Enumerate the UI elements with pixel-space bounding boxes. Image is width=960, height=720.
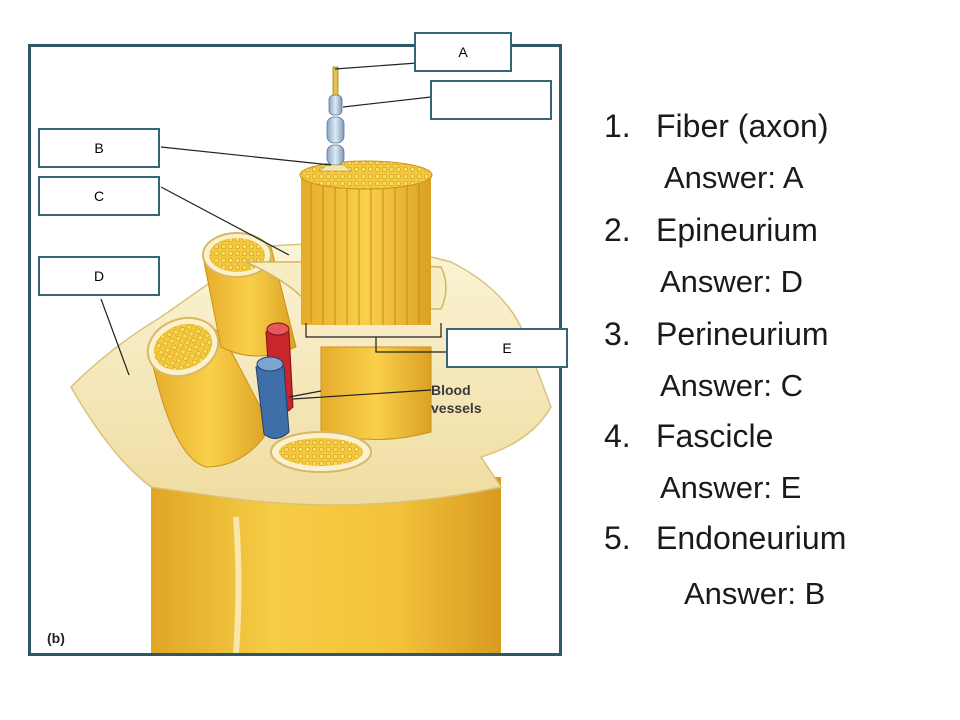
fascicle-front-left — [146, 316, 272, 468]
quiz-item-1-label: Fiber (axon) — [656, 108, 829, 144]
label-box-a[interactable]: A — [414, 32, 512, 72]
nerve-anatomy-illustration: Blood vessels (b) — [47, 62, 552, 653]
label-box-blank[interactable] — [430, 80, 552, 120]
quiz-item-4-answer: Answer: E — [660, 470, 802, 505]
quiz-item-4-term: 4. Fascicle — [604, 418, 773, 455]
quiz-item-5-term: 5. Endoneurium — [604, 520, 846, 557]
quiz-item-5-label: Endoneurium — [656, 520, 847, 556]
blood-vessels — [255, 322, 294, 439]
quiz-item-1-number: 1. — [604, 108, 631, 144]
leader-lines — [100, 62, 432, 400]
quiz-item-2-number: 2. — [604, 212, 631, 248]
quiz-item-2-answer: Answer: D — [660, 264, 803, 299]
quiz-item-2-label: Epineurium — [656, 212, 818, 248]
quiz-item-3-label: Perineurium — [656, 316, 829, 352]
quiz-item-2-term: 2. Epineurium — [604, 212, 818, 249]
quiz-item-4-number: 4. — [604, 418, 631, 454]
quiz-item-3-term: 3. Perineurium — [604, 316, 829, 353]
label-box-d[interactable]: D — [38, 256, 160, 296]
quiz-item-5-number: 5. — [604, 520, 631, 556]
label-box-e[interactable]: E — [446, 328, 568, 368]
quiz-item-4-label: Fascicle — [656, 418, 774, 454]
quiz-item-1-answer: Answer: A — [664, 160, 804, 195]
quiz-item-3-answer: Answer: C — [660, 368, 803, 403]
axon-fiber — [317, 66, 353, 172]
blood-vessels-label-line1: Blood — [431, 382, 471, 398]
fascicle-bracket — [305, 323, 449, 353]
quiz-item-3-number: 3. — [604, 316, 631, 352]
fascicle-bottom — [270, 431, 372, 473]
panel-label: (b) — [47, 630, 65, 646]
quiz-item-1-term: 1. Fiber (axon) — [604, 108, 829, 145]
label-box-c[interactable]: C — [38, 176, 160, 216]
label-box-b[interactable]: B — [38, 128, 160, 168]
raised-fascicle — [299, 160, 433, 325]
quiz-item-5-answer: Answer: B — [684, 576, 826, 611]
trunk-crease — [233, 516, 242, 653]
blood-vessels-label-line2: vessels — [431, 400, 482, 416]
nerve-diagram-frame: Blood vessels (b) — [28, 44, 562, 656]
